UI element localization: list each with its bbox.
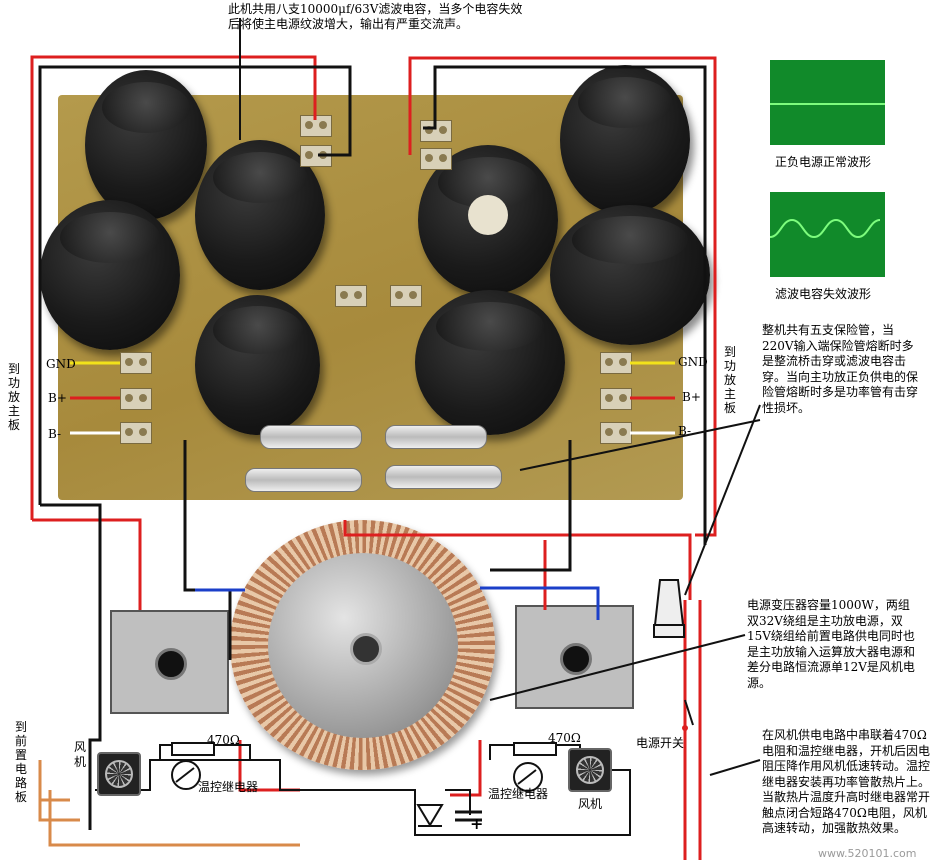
- rectifier-leads: [414, 789, 471, 815]
- fuse-1: [260, 425, 362, 449]
- label-bminus-left: B-: [48, 427, 62, 441]
- leader-fuse-note-2: [684, 404, 761, 596]
- watermark: www.520101.com: [818, 847, 917, 860]
- wire-black-left-lower: [40, 503, 102, 830]
- terminal-pad-left-gnd: [120, 352, 152, 374]
- filter-capacitor-8: [415, 290, 565, 435]
- terminal-pad-mid-2: [390, 285, 422, 307]
- wire-orange-preamp-3: [48, 790, 300, 847]
- failed-waveform-caption: 滤波电容失效波形: [775, 287, 872, 301]
- resistor-470-left: [171, 742, 215, 756]
- wire-black-top-left: [38, 65, 352, 505]
- scope-normal-waveform: [770, 60, 885, 145]
- terminal-pad-left-bminus: [120, 422, 152, 444]
- leader-fan-note: [709, 759, 761, 776]
- wire-red-top-left: [30, 55, 317, 520]
- label-gnd-right: GND: [678, 355, 708, 369]
- label-resistor-left: 470Ω: [207, 733, 240, 747]
- capacitor-marking-dot: [468, 195, 508, 235]
- normal-trace: [770, 103, 885, 105]
- wire-black-top-right: [423, 65, 707, 545]
- normal-waveform-caption: 正负电源正常波形: [775, 155, 872, 169]
- label-resistor-right: 470Ω: [548, 731, 581, 745]
- leader-transformer-note: [489, 634, 746, 701]
- label-gnd-left: GND: [46, 357, 76, 371]
- filter-capacitor-7: [550, 205, 710, 345]
- cooling-fan-right: [568, 748, 612, 792]
- label-to-amp-right: 到功放主板: [724, 345, 737, 415]
- capacitor-note: 此机共用八支10000μf/63V滤波电容，当多个电容失效后将使主电源纹波增大，…: [228, 2, 523, 31]
- wire-blue-right: [480, 586, 600, 620]
- terminal-pad-right-bminus: [600, 422, 632, 444]
- terminal-pad-left-bplus: [120, 388, 152, 410]
- label-relay-right: 温控继电器: [488, 787, 549, 801]
- leader-fuse-note: [519, 419, 761, 471]
- power-plug: [653, 579, 685, 626]
- label-power-switch: 电源开关: [636, 736, 685, 750]
- diode-symbol: [416, 804, 444, 827]
- wire-orange-preamp-2: [38, 790, 80, 822]
- wire-black-bridge-left: [183, 440, 232, 660]
- wire-red-top-right: [408, 56, 717, 537]
- label-bplus-left: B+: [48, 391, 67, 405]
- label-to-preamp: 到前置电路板: [15, 720, 28, 804]
- power-switch-symbol: [684, 699, 694, 726]
- bridge-rectifier-right: [515, 605, 634, 709]
- label-relay-left: 温控继电器: [198, 780, 259, 794]
- filter-capacitor-4: [195, 295, 320, 435]
- terminal-pad-mid-1: [335, 285, 367, 307]
- terminal-pad-top-left-1: [300, 115, 332, 137]
- wire-red-transformer-low-right: [450, 740, 482, 797]
- filter-capacitor-3: [40, 200, 180, 350]
- terminal-pad-top-right-2: [420, 148, 452, 170]
- filter-capacitor-1: [85, 70, 207, 220]
- resistor-470-right: [513, 742, 557, 756]
- fuse-note: 整机共有五支保险管，当220V输入端保险管熔断时多是整流桥击穿或滤波电容击穿。当…: [762, 323, 919, 415]
- transformer-note: 电源变压器容量1000W，两组双32V绕组是主功放电源，双15V绕组给前置电路供…: [747, 598, 916, 690]
- ripple-trace: [769, 218, 881, 239]
- transformer-bolt: [350, 633, 382, 665]
- wire-red-right-bridge: [343, 520, 692, 600]
- label-bminus-right: B-: [678, 424, 692, 438]
- cooling-fan-left: [97, 752, 141, 796]
- fan-circuit-loop: [95, 759, 631, 836]
- scope-failed-waveform: [769, 192, 885, 277]
- label-fan-right: 风机: [578, 797, 603, 811]
- label-bplus-right: B+: [682, 390, 701, 404]
- bridge-rectifier-left: [110, 610, 229, 714]
- fuse-3: [245, 468, 362, 492]
- wire-black-bridge-right: [490, 440, 572, 572]
- filter-capacitor-6: [560, 65, 690, 215]
- capacitor-plus-sign: +: [470, 814, 484, 833]
- fuse-2: [385, 425, 487, 449]
- fan-note: 在风机供电电路中串联着470Ω电阻和温控继电器，开机后因电阻压降作用风机低速转动…: [762, 728, 931, 835]
- terminal-pad-right-gnd: [600, 352, 632, 374]
- label-fan-left: 风机: [74, 740, 87, 769]
- wire-red-bridge-left: [32, 518, 142, 610]
- fuse-4: [385, 465, 502, 489]
- label-to-amp-left: 到功放主板: [8, 362, 21, 432]
- wire-orange-preamp-1: [38, 760, 70, 802]
